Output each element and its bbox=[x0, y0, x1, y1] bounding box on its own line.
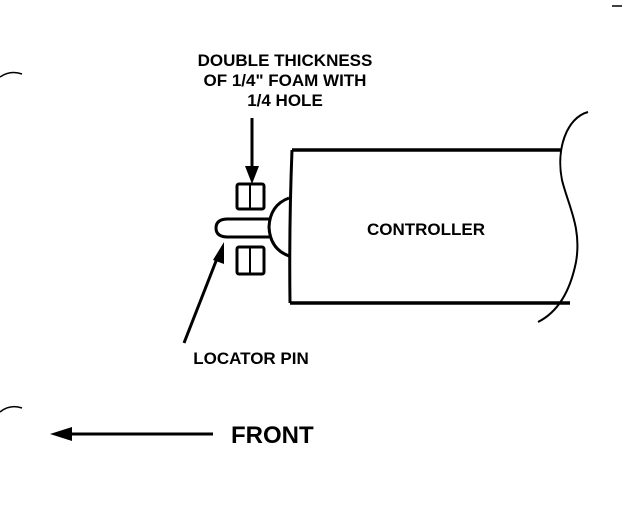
edge-mark-bottom-left bbox=[0, 405, 23, 413]
controller-left-end bbox=[288, 149, 294, 304]
foam-callout-arrow bbox=[245, 118, 259, 184]
foam-callout-line-3: 1/4 HOLE bbox=[247, 91, 323, 110]
foam-pad-upper bbox=[235, 182, 266, 211]
controller-label: CONTROLLER bbox=[367, 220, 485, 239]
edge-marks bbox=[0, 5, 622, 413]
locator-pin-label: LOCATOR PIN bbox=[193, 349, 309, 368]
arrowhead-down-icon bbox=[245, 166, 259, 184]
front-label: FRONT bbox=[231, 422, 314, 449]
foam-callout-line-2: OF 1/4" FOAM WITH bbox=[204, 71, 367, 90]
front-direction-arrow bbox=[50, 427, 213, 441]
locator-pin-callout-arrow bbox=[182, 242, 224, 344]
arrowhead-left-icon bbox=[50, 427, 72, 441]
controller-flange bbox=[267, 196, 290, 258]
controller-break-line bbox=[537, 111, 589, 323]
controller-body bbox=[288, 111, 589, 323]
locator-pin bbox=[214, 217, 270, 239]
foam-callout-line-1: DOUBLE THICKNESS bbox=[198, 51, 373, 70]
edge-mark-top-left bbox=[0, 71, 23, 78]
arrowhead-up-icon bbox=[213, 242, 224, 264]
foam-pads bbox=[235, 182, 266, 276]
foam-pad-lower bbox=[235, 245, 266, 276]
